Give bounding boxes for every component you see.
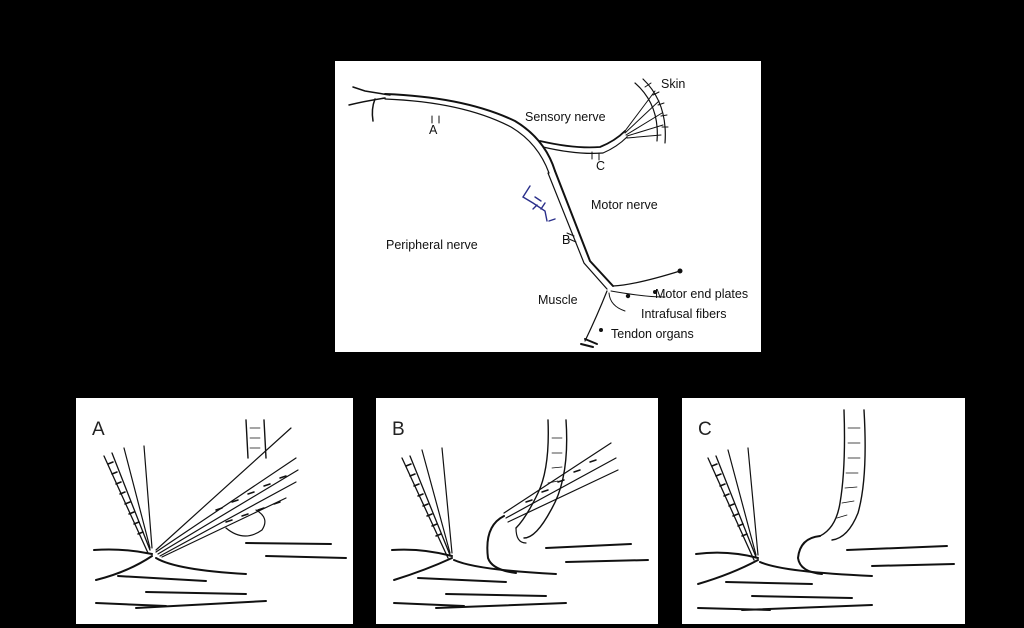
muscle-fiber-1 bbox=[612, 270, 681, 287]
muscle-fiber-4 bbox=[584, 290, 608, 342]
panel-a-letter: A bbox=[92, 419, 105, 440]
panel-c-letter: C bbox=[698, 419, 712, 440]
panel-b-letter: B bbox=[392, 419, 405, 440]
skin-fiber-2 bbox=[624, 100, 660, 134]
skin-fiber-5 bbox=[626, 134, 662, 139]
panel-b: B bbox=[376, 398, 658, 624]
label-site-a: A bbox=[429, 123, 438, 137]
nerve-trunk-outer bbox=[384, 93, 556, 172]
muscle-fiber-3 bbox=[608, 292, 626, 312]
skin-hatch bbox=[644, 82, 669, 128]
label-site-b: B bbox=[562, 233, 571, 247]
label-tendon-organs: Tendon organs bbox=[611, 327, 694, 341]
tendon-organ-shape bbox=[580, 338, 598, 348]
nerve-root-lower bbox=[348, 97, 386, 106]
nerve-diagram-panel: Skin Sensory nerve A C Motor nerve Perip… bbox=[335, 61, 761, 352]
panel-a-drawing bbox=[93, 419, 347, 609]
site-a-arrows bbox=[431, 115, 440, 124]
label-skin: Skin bbox=[661, 77, 686, 91]
nerve-root-branch bbox=[371, 98, 376, 122]
label-intrafusal-fibers: Intrafusal fibers bbox=[641, 307, 727, 321]
panel-c: C bbox=[682, 398, 965, 624]
sensory-nerve-line-1 bbox=[539, 130, 626, 149]
site-b-arrows bbox=[566, 232, 577, 243]
label-site-c: C bbox=[596, 159, 606, 173]
skin-fiber-1 bbox=[624, 90, 656, 132]
nerve-trunk-inner bbox=[384, 98, 550, 174]
motor-nerve-line-2 bbox=[547, 172, 608, 290]
motor-nerve-line-1 bbox=[554, 170, 614, 287]
label-motor-nerve: Motor nerve bbox=[591, 198, 658, 212]
nerve-diagram-drawing bbox=[348, 78, 683, 348]
label-muscle: Muscle bbox=[538, 293, 578, 307]
panel-b-drawing bbox=[391, 419, 649, 609]
sensory-nerve-line-2 bbox=[542, 136, 628, 154]
panel-c-drawing bbox=[695, 409, 955, 611]
stimulating-electrode bbox=[522, 185, 556, 222]
label-peripheral-nerve: Peripheral nerve bbox=[386, 238, 478, 252]
skin-surface-2 bbox=[642, 78, 666, 144]
muscle-fiber-2 bbox=[610, 290, 666, 298]
panel-a: A bbox=[76, 398, 353, 624]
label-sensory-nerve: Sensory nerve bbox=[525, 110, 606, 124]
site-c-arrows bbox=[591, 151, 600, 161]
skin-surface-1 bbox=[634, 82, 658, 142]
label-motor-end-plates: Motor end plates bbox=[655, 287, 749, 301]
